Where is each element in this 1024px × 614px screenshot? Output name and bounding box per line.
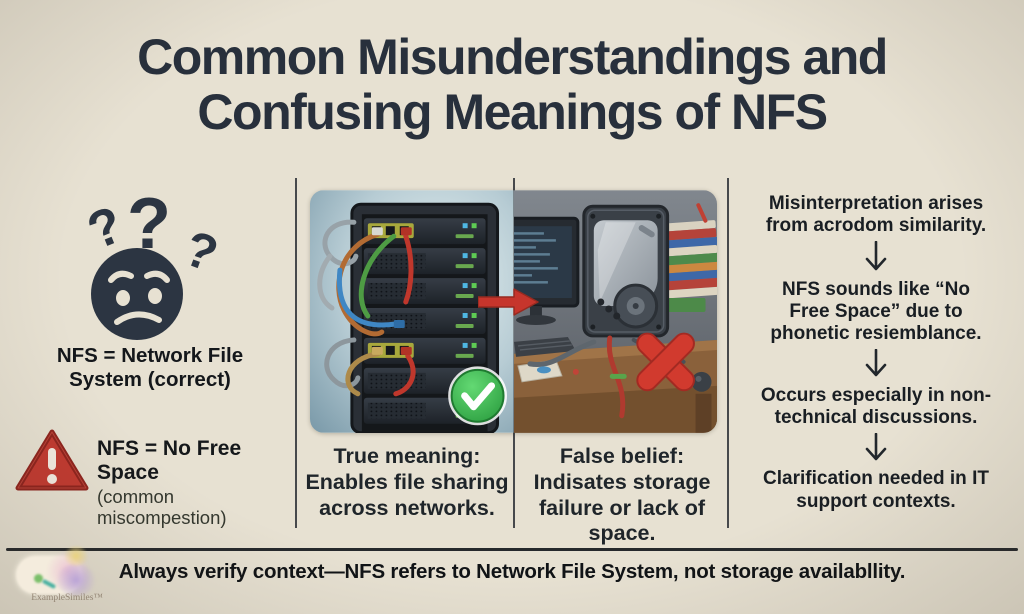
server-rack-illustration — [310, 190, 514, 433]
watermark-logo: ExampleSimiles™ — [12, 546, 122, 612]
hard-drive — [581, 204, 669, 338]
divider-right — [727, 178, 729, 528]
logo-yellow-blob-icon — [64, 546, 88, 566]
misconception-label: NFS = No Free Space (common miscompestio… — [97, 437, 297, 529]
divider-left — [295, 178, 297, 528]
confused-face-icon: ? ? ? — [80, 184, 225, 340]
footer-divider — [6, 548, 1018, 551]
logo-green-dot-icon — [34, 574, 43, 583]
title-line-1: Common Misunderstandings and — [137, 29, 888, 85]
keyboard — [513, 336, 576, 357]
worried-face-icon — [91, 248, 183, 340]
explanation-flow: Misinterpretation arises from acrodom si… — [738, 193, 1014, 513]
network-cables — [317, 219, 416, 397]
arrow-down-icon — [865, 241, 887, 271]
arrow-down-icon — [865, 349, 887, 377]
arrow-right-icon — [478, 288, 539, 316]
arrow-down-icon — [865, 432, 887, 461]
book-stack — [657, 203, 717, 299]
misconception-main-text: NFS = No Free Space — [97, 437, 242, 485]
watermark-text: ExampleSimiles™ — [31, 593, 103, 603]
warning-triangle-icon — [15, 429, 89, 491]
flow-step-3: Occurs especially in non- technical disc… — [760, 384, 992, 428]
footer-note: Always verify context—NFS refers to Netw… — [118, 560, 906, 583]
x-mark-icon — [635, 332, 695, 392]
false-belief-caption: False belief: Indisates storage failure … — [533, 444, 711, 546]
monitor — [513, 216, 579, 325]
misconception-sub-text: (common miscompestion) — [97, 485, 227, 529]
comparison-illustration — [310, 190, 717, 433]
true-meaning-caption: True meaning: Enables file sharing acros… — [305, 444, 509, 520]
correct-definition-label: NFS = Network File System (correct) — [56, 344, 244, 391]
flow-step-2: NFS sounds like “No Free Space” due to p… — [770, 278, 982, 345]
hard-drive-desk-illustration — [513, 190, 717, 433]
flow-step-4: Clarification needed in IT support conte… — [763, 468, 989, 512]
green-box — [663, 298, 706, 312]
checkmark-icon — [448, 366, 508, 426]
logo-purple-blob-icon — [56, 564, 96, 596]
svg-text:?: ? — [177, 220, 225, 283]
server-rack — [350, 202, 500, 433]
flow-step-1: Misinterpretation arises from acrodom si… — [765, 193, 987, 237]
title-line-2: Confusing Meanings of NFS — [197, 84, 828, 140]
page-title: Common Misunderstandings and Confusing M… — [0, 30, 1024, 140]
